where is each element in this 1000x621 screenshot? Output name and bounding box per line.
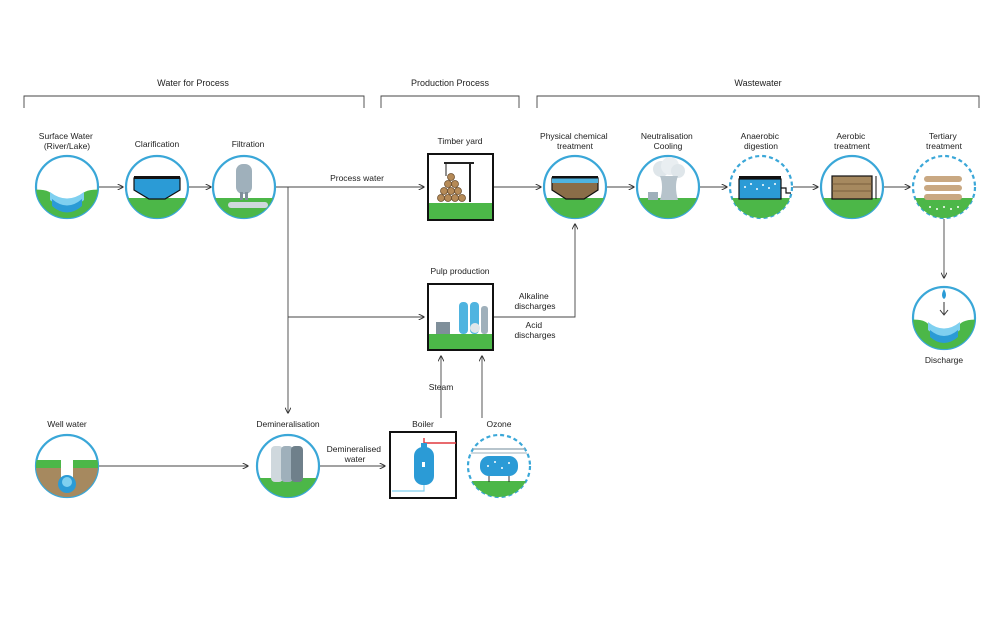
node-clarification	[124, 154, 190, 220]
tertiary-filter-icon	[913, 176, 975, 218]
node-timber-yard	[427, 153, 494, 221]
header-production-process: Production Process	[411, 78, 490, 88]
label-tertiary: Tertiary treatment	[926, 131, 963, 151]
node-aerobic	[819, 154, 885, 220]
connectors	[99, 187, 944, 466]
label-acid-discharges: Acid discharges	[514, 320, 555, 340]
label-neutralisation: Neutralisation Cooling	[641, 131, 695, 151]
label-surface-water: Surface Water (River/Lake)	[39, 131, 95, 151]
header-bracket-production	[380, 95, 520, 108]
section-header-production: Production Process	[380, 78, 520, 108]
well-water-icon	[36, 460, 98, 497]
boiler-icon	[392, 438, 456, 492]
filtration-icon	[213, 164, 275, 218]
cooling-tower-icon	[637, 157, 699, 218]
section-header-water: Water for Process	[23, 78, 365, 108]
clarification-icon	[126, 176, 188, 218]
label-demineralised-water: Demineralised water	[327, 444, 384, 464]
label-discharge: Discharge	[925, 355, 964, 365]
header-bracket-water	[23, 95, 365, 108]
node-demineralisation	[255, 433, 321, 499]
pulp-mill-icon	[429, 302, 492, 349]
node-boiler	[389, 431, 457, 499]
label-anaerobic: Anaerobic digestion	[741, 131, 782, 151]
label-timber-yard: Timber yard	[437, 136, 482, 146]
aerobic-tank-icon	[821, 175, 883, 218]
label-aerobic: Aerobic treatment	[834, 131, 871, 151]
label-ozone: Ozone	[486, 419, 511, 429]
node-tertiary	[911, 154, 977, 220]
label-clarification: Clarification	[135, 139, 180, 149]
label-boiler: Boiler	[412, 419, 434, 429]
label-alkaline-discharges: Alkaline discharges	[514, 291, 555, 311]
node-surface-water	[34, 154, 100, 220]
header-wastewater: Wastewater	[734, 78, 781, 88]
node-neutralisation	[635, 154, 701, 220]
label-physical-chemical: Physical chemical treatment	[540, 131, 610, 151]
node-physical-chemical	[542, 154, 608, 220]
label-pulp-production: Pulp production	[430, 266, 489, 276]
node-filtration	[211, 154, 277, 220]
node-well-water	[34, 433, 100, 499]
arrow-pulp-to-physical	[494, 224, 575, 318]
physical-chemical-icon	[544, 176, 606, 218]
label-well-water: Well water	[47, 419, 87, 429]
node-pulp-production	[427, 283, 494, 351]
node-ozone	[466, 433, 532, 499]
label-filtration: Filtration	[232, 139, 265, 149]
header-bracket-wastewater	[536, 95, 980, 108]
header-water-for-process: Water for Process	[157, 78, 229, 88]
demineralisation-icon	[257, 446, 319, 497]
label-process-water: Process water	[330, 173, 384, 183]
timber-yard-icon	[429, 162, 492, 219]
node-anaerobic	[728, 154, 794, 220]
node-discharge	[911, 285, 977, 351]
section-header-wastewater: Wastewater	[536, 78, 980, 108]
label-demineralisation: Demineralisation	[256, 419, 320, 429]
anaerobic-tank-icon	[730, 176, 792, 218]
